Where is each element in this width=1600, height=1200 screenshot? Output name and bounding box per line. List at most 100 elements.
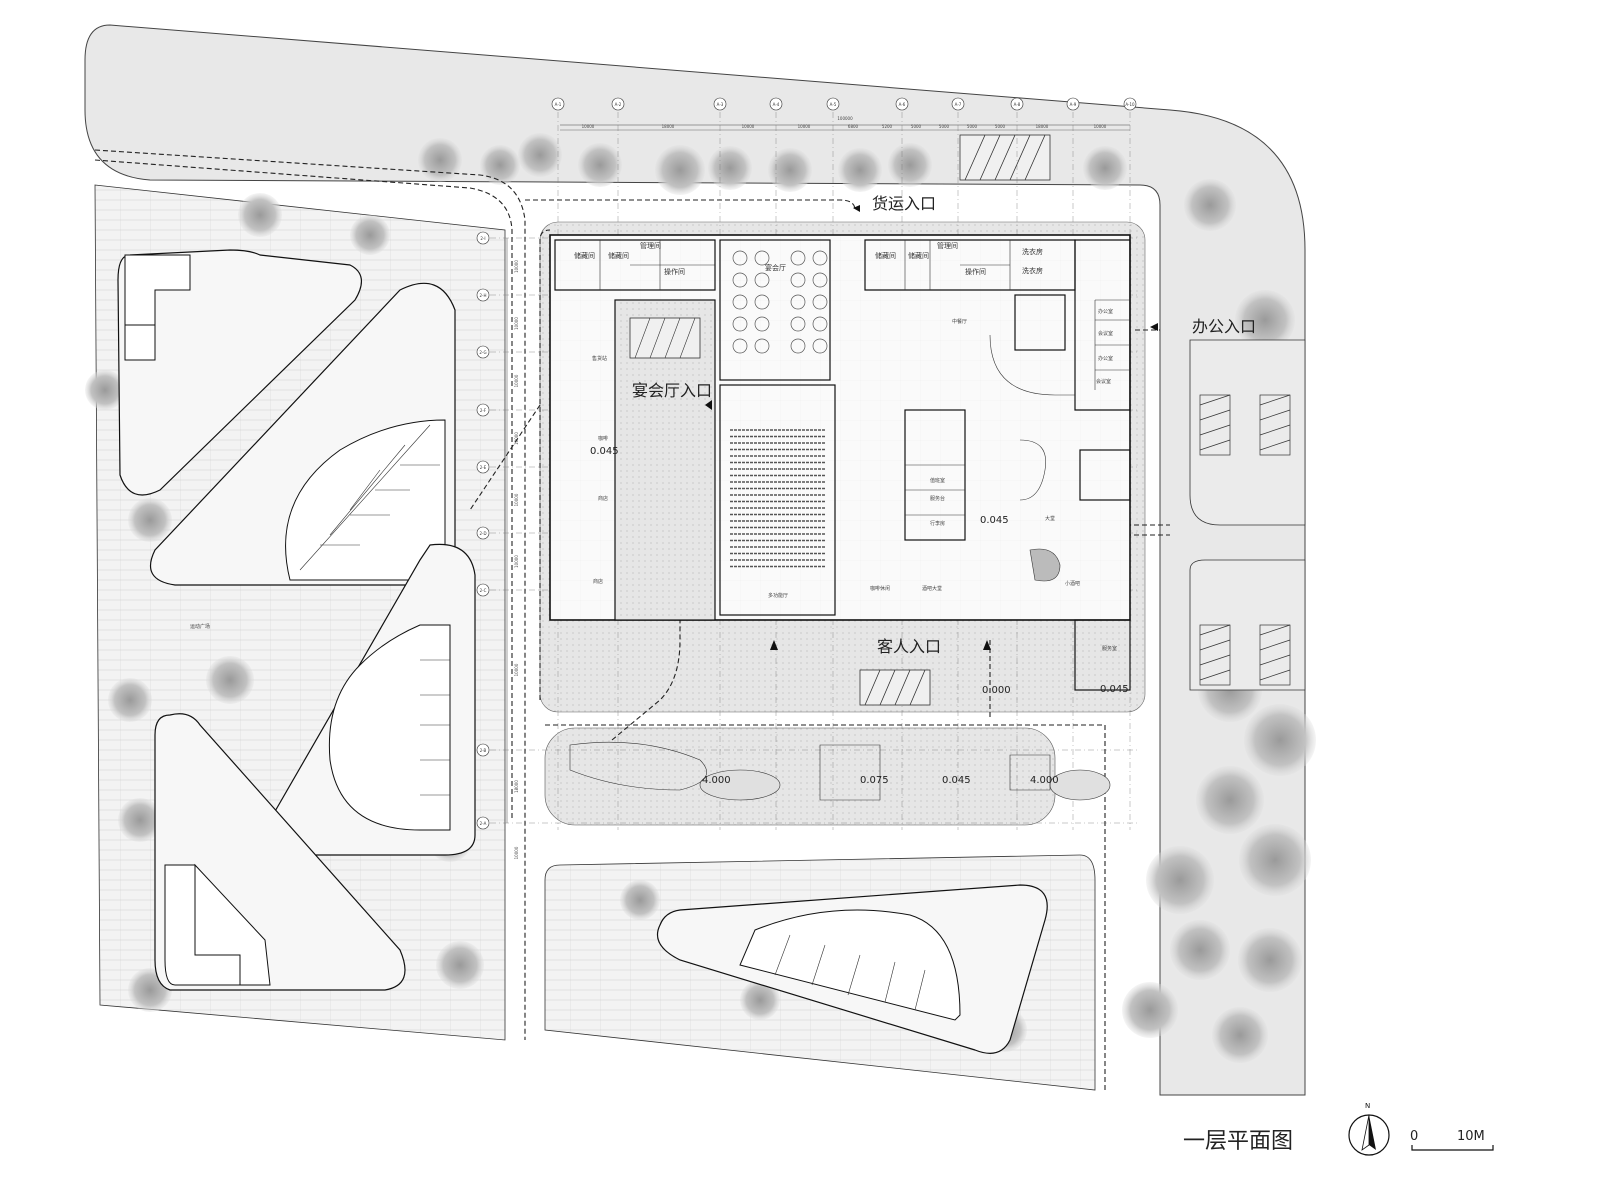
grid-axis-label: A-3: [717, 102, 724, 107]
north-arrow: N: [1348, 1102, 1390, 1156]
banquet-table: [812, 250, 828, 266]
banquet-entrance-label: 宴会厅入口: [632, 381, 712, 400]
dimension-label: 10000: [1094, 124, 1107, 129]
room-label: 办公室: [1098, 308, 1113, 315]
banquet-table: [754, 272, 770, 288]
grid-axis-left: 2-I: [476, 231, 490, 245]
room-label: 管理间: [640, 241, 661, 250]
room-label: 服务室: [1102, 645, 1117, 652]
grid-axis-top: A-5: [826, 97, 840, 111]
dimension-label: 10000: [514, 260, 519, 273]
banquet-table: [754, 250, 770, 266]
grid-axis-top: A-7: [951, 97, 965, 111]
north-letter: N: [1365, 1102, 1370, 1110]
dimension-label: 10000: [514, 555, 519, 568]
grid-axis-top: A-2: [611, 97, 625, 111]
west-landscape: [117, 249, 476, 991]
tree-clusters: [85, 133, 1316, 1063]
room-label: 储藏间: [875, 251, 896, 260]
grid-axis-label: A-10: [1125, 102, 1135, 107]
dimension-label: 5000: [911, 124, 922, 129]
grid-axis-top: A-3: [713, 97, 727, 111]
grid-axis-top: A-4: [769, 97, 783, 111]
dimension-label: 10000: [742, 124, 755, 129]
grid-axis-label: 2-E: [480, 465, 487, 470]
banquet-table: [732, 316, 748, 332]
south-landscape: [656, 884, 1048, 1054]
room-label: 储藏间: [574, 251, 595, 260]
banquet-table: [790, 250, 806, 266]
grid-axis-left: 2-F: [476, 403, 490, 417]
drawing-title: 一层平面图: [1183, 1129, 1293, 1154]
grid-axis-left: 2-C: [476, 583, 490, 597]
dimension-label: 5000: [995, 124, 1006, 129]
elevation-terrace-east: 4.000: [1030, 775, 1059, 786]
room-label: 酒吧大堂: [922, 585, 942, 592]
elevation-east-wing: 0.045: [1100, 684, 1129, 695]
guest-entrance-arrow-2: [983, 640, 991, 650]
grid-axis-label: A-2: [615, 102, 622, 107]
room-label: 储藏间: [608, 251, 629, 260]
grid-axis-top: A-8: [1010, 97, 1024, 111]
grid-axis-left: 2-H: [476, 288, 490, 302]
room-label: 会议室: [1096, 378, 1111, 385]
guest-entrance-arrow-1: [770, 640, 778, 650]
guest-entry-parking: [859, 669, 931, 706]
room-label: 多功能厅: [768, 592, 788, 599]
terrace: [569, 741, 1111, 801]
dimension-label: 10000: [514, 493, 519, 506]
room-label: 宴会厅: [765, 263, 786, 272]
parking-east: [1189, 339, 1306, 691]
banquet-table: [790, 316, 806, 332]
room-label: 会议室: [1098, 330, 1113, 337]
banquet-table: [754, 338, 770, 354]
banquet-table: [754, 316, 770, 332]
dimension-label: 18000: [1036, 124, 1049, 129]
banquet-entrance-arrow: [705, 400, 712, 410]
grid-axis-label: 2-I: [480, 236, 485, 241]
elevation-entrance-plaza: 0.000: [982, 685, 1011, 696]
north-road: [84, 24, 1306, 1096]
grid-axis-label: A-6: [899, 102, 906, 107]
grid-axis-label: A-1: [555, 102, 562, 107]
banquet-table: [732, 338, 748, 354]
room-label: 小酒吧: [1065, 580, 1080, 587]
elevation-terrace-west: 4.000: [702, 775, 731, 786]
banquet-table: [754, 294, 770, 310]
guest-entrance-label: 客人入口: [877, 637, 941, 656]
dimension-label: 18000: [662, 124, 675, 129]
freight-entrance-arrow: [853, 205, 860, 212]
room-label: 管理间: [937, 241, 958, 250]
grid-axis-label: 2-D: [479, 531, 486, 536]
banquet-table: [812, 338, 828, 354]
room-label: 储藏间: [908, 251, 929, 260]
banquet-table: [812, 316, 828, 332]
room-label: 商店: [593, 578, 603, 585]
banquet-table: [790, 272, 806, 288]
room-label: 值班室: [930, 477, 945, 484]
elevation-terrace-mid2: 0.045: [942, 775, 971, 786]
dimension-label: 10000: [514, 432, 519, 445]
grid-axis-label: A-4: [773, 102, 780, 107]
room-label: 洗衣房: [1022, 266, 1043, 275]
grid-axis-top: A-6: [895, 97, 909, 111]
grid-axis-label: A-7: [955, 102, 962, 107]
dimension-line-top: [560, 124, 1130, 131]
scale-bar: 0 10M: [1410, 1129, 1494, 1151]
dimension-label: 10000: [514, 846, 519, 859]
dimension-label: 10000: [582, 124, 595, 129]
room-label: 洗衣房: [1022, 247, 1043, 256]
main-building: [549, 234, 1131, 691]
banquet-table: [812, 272, 828, 288]
grid-axis-label: A-9: [1070, 102, 1077, 107]
grid-axis-left: 2-D: [476, 526, 490, 540]
dimension-label: 6800: [848, 124, 859, 129]
room-label: 咖啡: [598, 435, 608, 442]
freight-entrance-label: 货运入口: [872, 194, 936, 213]
grid-axis-label: A-8: [1014, 102, 1021, 107]
grid-axis-label: 2-C: [480, 588, 487, 593]
dimension-label: 5200: [882, 124, 893, 129]
room-label: 售货站: [592, 355, 607, 362]
banquet-table: [732, 294, 748, 310]
